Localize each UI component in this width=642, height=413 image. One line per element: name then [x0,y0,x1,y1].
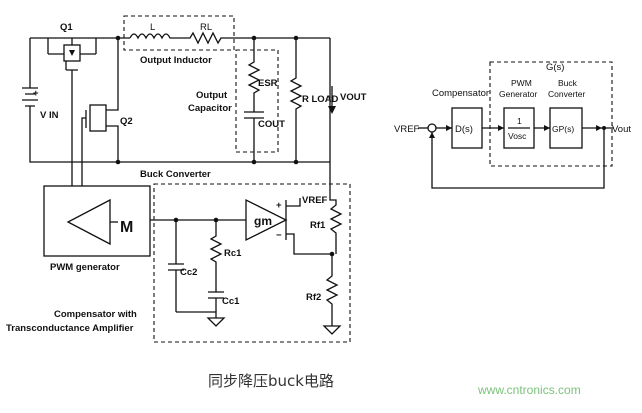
esr-label: ESR [258,78,278,89]
vout-arrow-icon [328,106,336,114]
q1-diode-icon [69,50,75,56]
vref-label: VREF [302,195,328,206]
comp-ground-icon [176,311,226,327]
vin-bottom-wire [29,106,70,163]
output-inductor-label: Output Inductor [140,55,212,66]
q2-gate-drive [81,117,86,160]
bd-vref-label: VREF [394,124,420,135]
output-capacitor-label-1: Output [196,90,228,101]
rf2-resistor [325,254,339,318]
rf1-label: Rf1 [310,220,326,231]
ground-dot-q2 [115,159,121,165]
bd-gps-block [549,107,583,149]
inductor-label: L [150,22,155,33]
bd-ds-block [451,107,483,149]
sawtooth-icon: M [120,219,133,236]
rl-label: RL [200,22,212,33]
bd-pwm-label-1: PWM [511,78,532,88]
vin-label: V IN [40,110,59,121]
bd-pwm-den: Vosc [508,131,527,141]
rc1-resistor [209,220,223,292]
bd-buck-label-2: Converter [548,89,585,99]
rc1-label: Rc1 [224,248,242,259]
q1-label: Q1 [60,22,73,33]
bd-vout-label: Vout [612,124,631,135]
rf2-label: Rf2 [306,292,321,303]
bd-arrow-icon-1 [446,125,452,131]
output-capacitor-label-2: Capacitor [188,103,232,114]
fb-wire [286,233,332,255]
rl-resistor [182,31,235,45]
bd-gs-label: G(s) [546,62,564,73]
gm-plus: + [276,200,282,211]
cc1-capacitor-icon [208,291,224,312]
bd-feedback-arrow-icon [429,132,435,138]
q2-drain-wire [106,38,119,111]
q2-body [89,104,107,132]
cc1-label: Cc1 [222,296,240,307]
bd-arrow-icon-3 [544,125,550,131]
q2-label: Q2 [120,116,133,127]
vin-top-wire [29,37,48,88]
output-capacitor-box [235,49,279,153]
bd-buck-label-1: Buck [558,78,578,88]
pwm-generator-label: PWM generator [50,262,120,273]
rf2-ground-icon [322,318,342,335]
compensator-label-2: Transconductance Amplifier [6,323,134,334]
gm-amplifier-body [245,198,288,242]
figure-caption: 同步降压buck电路 [208,372,334,390]
bd-gps-label: GP(s) [552,124,574,134]
bd-compensator-label: Compensator [432,88,489,99]
bd-ds-label: D(s) [455,124,473,135]
bd-arrow-icon-2 [498,125,504,131]
bd-pwm-num: 1 [517,116,522,126]
gm-label: gm [254,214,272,228]
vref-wire [286,198,301,207]
compensator-box [153,183,351,343]
rload-resistor [289,38,303,162]
buck-converter-label: Buck Converter [140,169,211,180]
output-inductor-box [123,15,235,51]
vin-plus: + [33,88,39,99]
bd-gs-box [489,61,613,167]
vout-label: VOUT [340,92,367,103]
compensator-label-1: Compensator with [54,309,137,320]
cc2-label: Cc2 [180,267,197,278]
cout-label: COUT [258,119,285,130]
cout-capacitor-icon [244,111,264,119]
pwm-generator-box [43,185,151,257]
watermark-text: www.cntronics.com [477,383,581,397]
q2-source-wire [106,125,119,162]
bd-arrow-icon-4 [596,125,602,131]
bd-pwm-label-2: Generator [499,89,537,99]
esr-resistor [247,38,261,112]
bd-summing-junction [427,123,437,133]
rload-label: R LOAD [302,94,339,105]
inductor-symbol [129,33,182,40]
vin-battery-icon [22,87,38,107]
bd-feedback-path [431,128,605,189]
cc2-capacitor-icon [168,220,184,312]
gm-minus: − [276,230,282,241]
rf1-resistor [329,162,343,254]
